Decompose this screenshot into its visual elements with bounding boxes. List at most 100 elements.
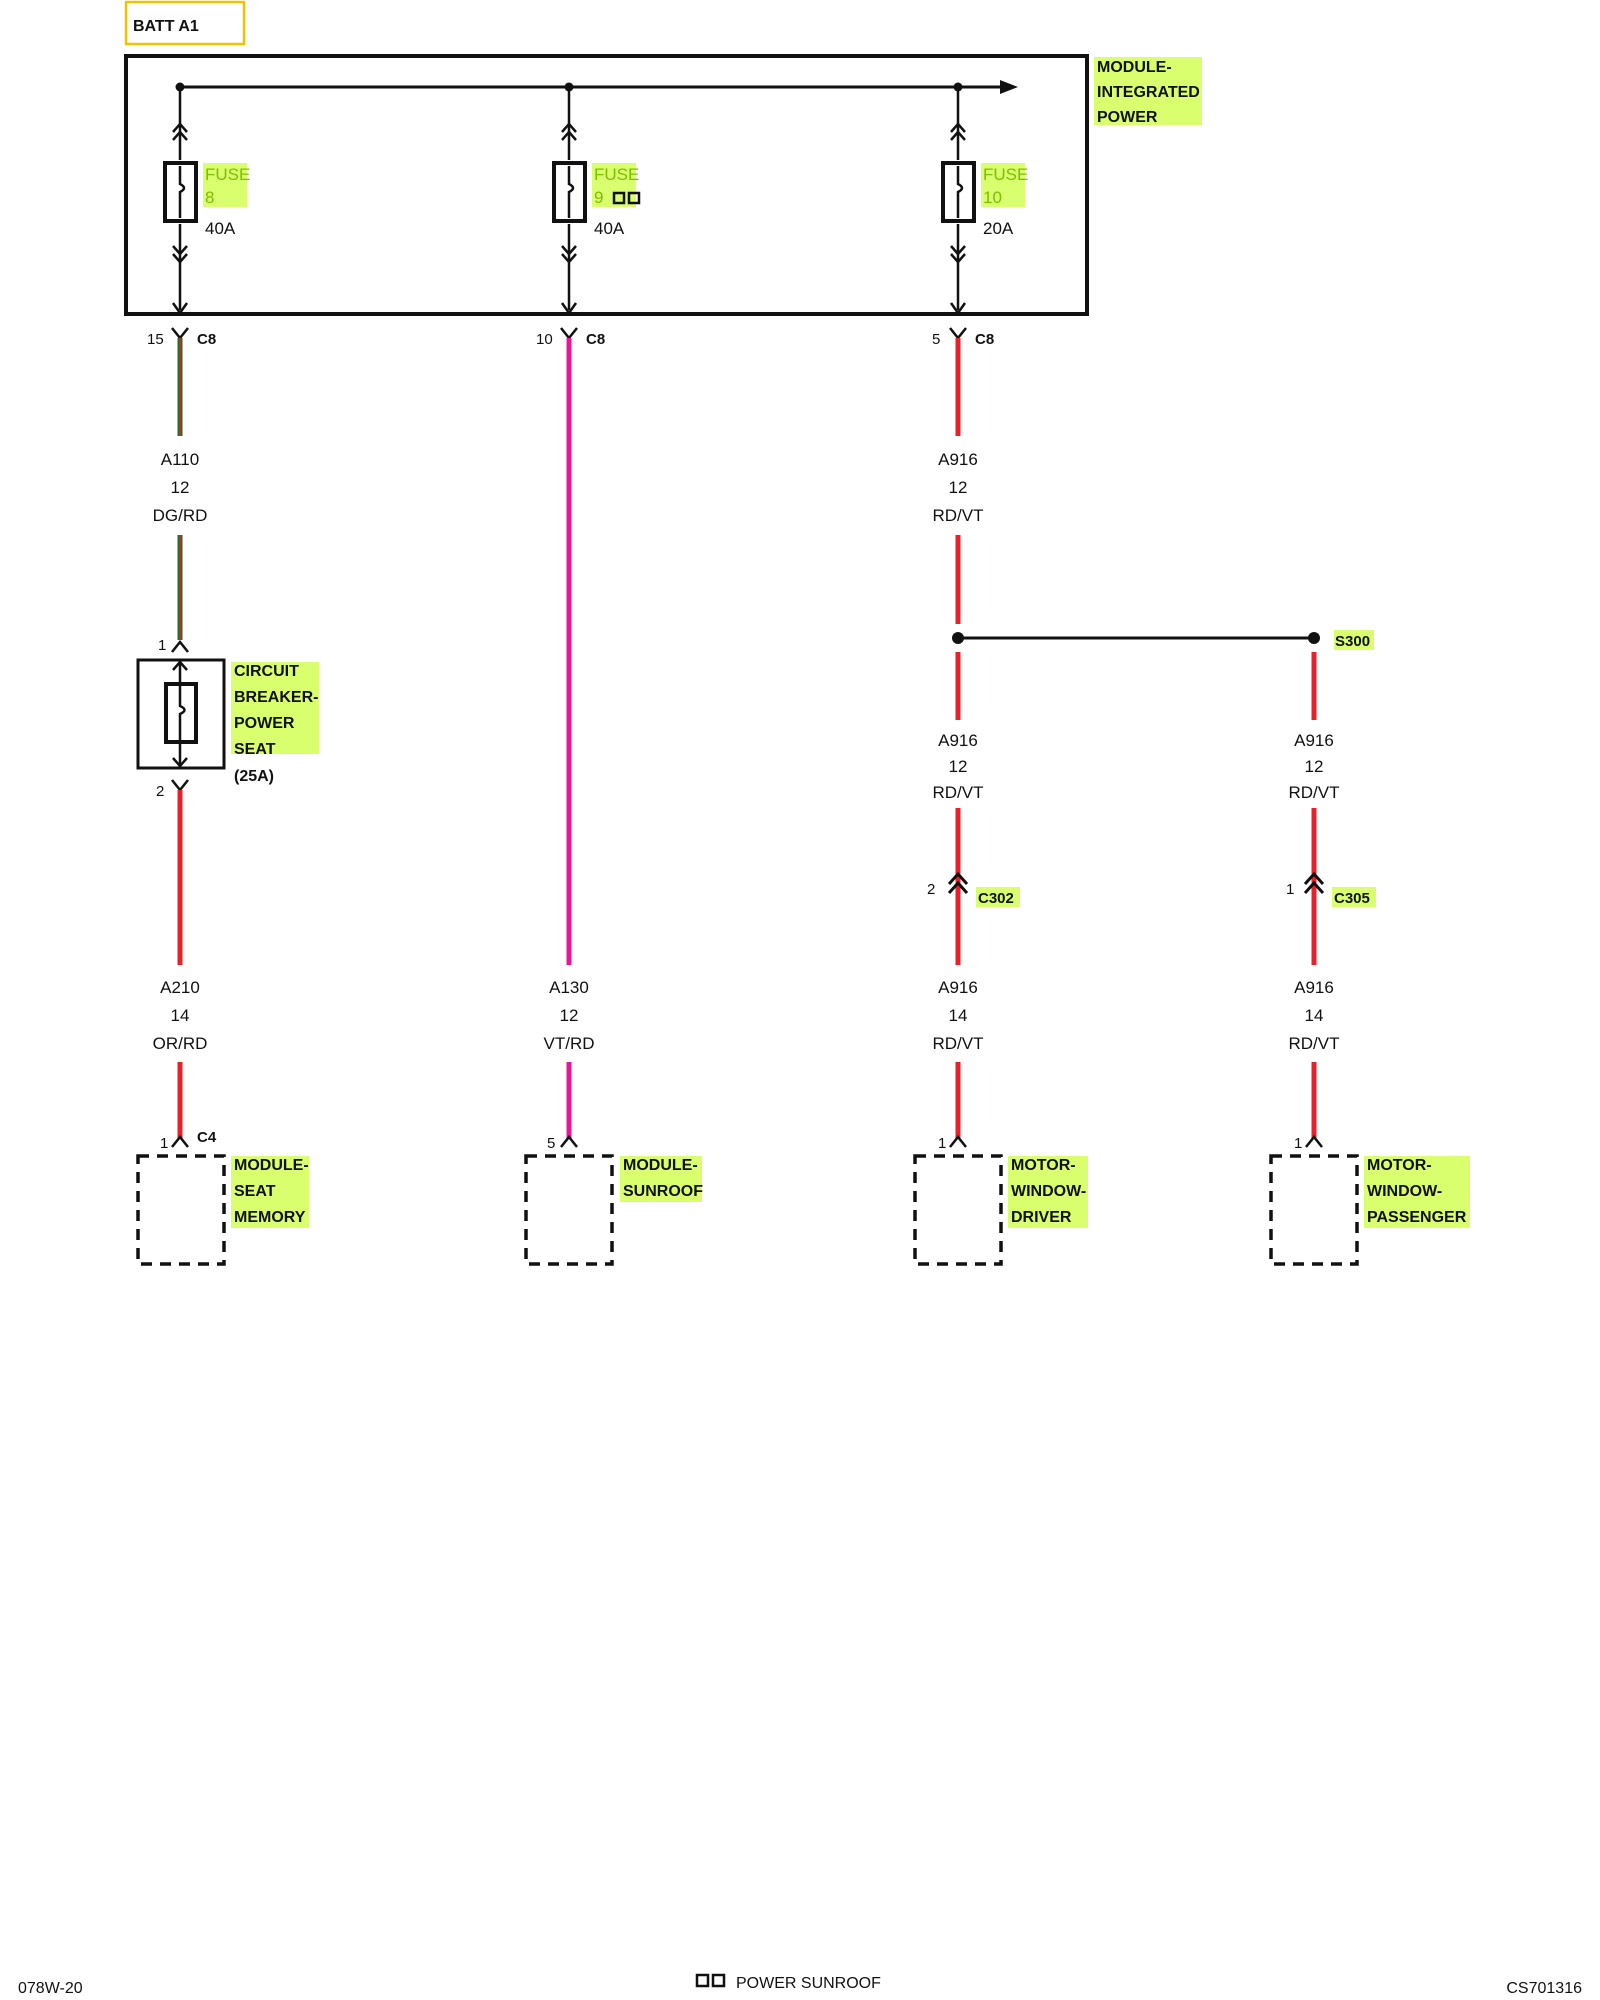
svg-text:A916: A916	[938, 450, 978, 469]
svg-text:A916: A916	[938, 731, 978, 750]
svg-text:10: 10	[536, 331, 553, 348]
svg-text:C8: C8	[975, 331, 994, 348]
wire-a916-passenger-upper: A916 12 RD/VT	[1289, 652, 1340, 878]
module-integrated-power-label: MODULE- INTEGRATED POWER	[1094, 57, 1202, 126]
svg-text:RD/VT: RD/VT	[933, 783, 984, 802]
wire-a110: A110 12 DG/RD	[153, 338, 208, 640]
svg-text:(25A): (25A)	[234, 768, 274, 785]
svg-text:DRIVER: DRIVER	[1011, 1209, 1072, 1226]
footer-figure-id: CS701316	[1506, 1980, 1582, 1997]
svg-text:S300: S300	[1335, 633, 1370, 650]
component-motor-window-passenger: 1 MOTOR- WINDOW- PASSENGER	[1269, 1134, 1470, 1266]
connector-c302: 2 C302	[927, 871, 1020, 965]
svg-text:RD/VT: RD/VT	[933, 506, 984, 525]
batt-label: BATT A1	[133, 18, 199, 35]
svg-text:SEAT: SEAT	[234, 1183, 276, 1200]
circuit-breaker-power-seat: 1 2 CIRCUIT BREAKER- POWER SEAT (25A)	[136, 637, 319, 800]
connector-c8-pin10: 10 C8	[536, 327, 605, 348]
svg-text:BREAKER-: BREAKER-	[234, 689, 318, 706]
svg-text:8: 8	[205, 188, 214, 207]
svg-text:VT/RD: VT/RD	[544, 1034, 595, 1053]
svg-text:1: 1	[160, 1135, 168, 1152]
svg-text:C4: C4	[197, 1129, 217, 1146]
svg-text:POWER: POWER	[234, 715, 295, 732]
batt-label-box	[124, 0, 246, 46]
svg-text:C8: C8	[197, 331, 216, 348]
svg-text:1: 1	[158, 637, 166, 654]
svg-text:C302: C302	[978, 890, 1014, 907]
bus-arrow-icon	[1000, 80, 1018, 94]
svg-text:12: 12	[171, 478, 190, 497]
svg-text:14: 14	[1305, 1006, 1324, 1025]
svg-text:20A: 20A	[983, 219, 1014, 238]
svg-text:RD/VT: RD/VT	[933, 1034, 984, 1053]
component-module-sunroof: 5 MODULE- SUNROOF	[524, 1134, 703, 1266]
fuse-10: FUSE 10 20A	[941, 87, 1028, 316]
svg-text:POWER SUNROOF: POWER SUNROOF	[736, 1975, 881, 1992]
svg-text:A916: A916	[938, 978, 978, 997]
svg-text:A210: A210	[160, 978, 200, 997]
svg-text:10: 10	[983, 188, 1002, 207]
wire-a916-driver-lower: A916 14 RD/VT	[933, 978, 984, 1138]
svg-text:RD/VT: RD/VT	[1289, 1034, 1340, 1053]
svg-text:1: 1	[1286, 881, 1294, 898]
svg-text:MEMORY: MEMORY	[234, 1209, 306, 1226]
fuse-9: FUSE 9 40A	[552, 87, 639, 316]
svg-text:MOTOR-: MOTOR-	[1367, 1157, 1432, 1174]
footer-page-code: 078W-20	[18, 1980, 83, 1997]
svg-text:PASSENGER: PASSENGER	[1367, 1209, 1467, 1226]
svg-text:SUNROOF: SUNROOF	[623, 1183, 703, 1200]
svg-text:A916: A916	[1294, 731, 1334, 750]
svg-text:DG/RD: DG/RD	[153, 506, 208, 525]
svg-text:A110: A110	[161, 450, 199, 469]
wire-a916-passenger-lower: A916 14 RD/VT	[1289, 978, 1340, 1138]
svg-text:RD/VT: RD/VT	[1289, 783, 1340, 802]
component-motor-window-driver: 1 MOTOR- WINDOW- DRIVER	[913, 1134, 1088, 1266]
svg-text:15: 15	[147, 331, 164, 348]
svg-text:MODULE-: MODULE-	[234, 1157, 309, 1174]
svg-text:WINDOW-: WINDOW-	[1011, 1183, 1086, 1200]
fuse-8: FUSE 8 40A	[163, 87, 250, 316]
svg-text:12: 12	[949, 478, 968, 497]
footer-option-legend: POWER SUNROOF	[695, 1973, 881, 1992]
component-module-seat-memory: 1 C4 MODULE- SEAT MEMORY	[136, 1129, 309, 1266]
svg-text:14: 14	[171, 1006, 190, 1025]
svg-text:2: 2	[927, 881, 935, 898]
svg-text:5: 5	[547, 1135, 555, 1152]
svg-text:CIRCUIT: CIRCUIT	[234, 663, 299, 680]
svg-text:MOTOR-: MOTOR-	[1011, 1157, 1076, 1174]
svg-text:MODULE-: MODULE-	[1097, 59, 1172, 76]
svg-text:A130: A130	[549, 978, 589, 997]
svg-text:5: 5	[932, 331, 940, 348]
svg-text:2: 2	[156, 783, 164, 800]
integrated-power-module-box	[124, 54, 1089, 316]
svg-text:FUSE: FUSE	[205, 165, 250, 184]
wire-a916-main: A916 12 RD/VT	[933, 338, 984, 624]
svg-text:POWER: POWER	[1097, 109, 1158, 126]
svg-text:A916: A916	[1294, 978, 1334, 997]
svg-text:INTEGRATED: INTEGRATED	[1097, 84, 1200, 101]
svg-text:12: 12	[949, 757, 968, 776]
connector-c305: 1 C305	[1286, 871, 1376, 965]
svg-text:C8: C8	[586, 331, 605, 348]
option-power-sunroof-icon	[612, 191, 641, 205]
svg-text:WINDOW-: WINDOW-	[1367, 1183, 1442, 1200]
svg-text:OR/RD: OR/RD	[153, 1034, 208, 1053]
svg-text:12: 12	[1305, 757, 1324, 776]
svg-text:40A: 40A	[594, 219, 625, 238]
wire-a130: A130 12 VT/RD	[544, 338, 595, 1138]
wire-a916-driver-upper: A916 12 RD/VT	[933, 652, 984, 878]
svg-text:1: 1	[938, 1135, 946, 1152]
wire-a210: A210 14 OR/RD	[153, 790, 208, 1138]
svg-text:14: 14	[949, 1006, 968, 1025]
svg-text:FUSE: FUSE	[983, 165, 1028, 184]
svg-text:12: 12	[560, 1006, 579, 1025]
connector-c8-pin5: 5 C8	[932, 327, 994, 348]
svg-text:FUSE: FUSE	[594, 165, 639, 184]
svg-text:C305: C305	[1334, 890, 1370, 907]
svg-text:9: 9	[594, 188, 603, 207]
svg-text:MODULE-: MODULE-	[623, 1157, 698, 1174]
svg-text:SEAT: SEAT	[234, 741, 276, 758]
splice-s300: S300	[952, 630, 1374, 650]
